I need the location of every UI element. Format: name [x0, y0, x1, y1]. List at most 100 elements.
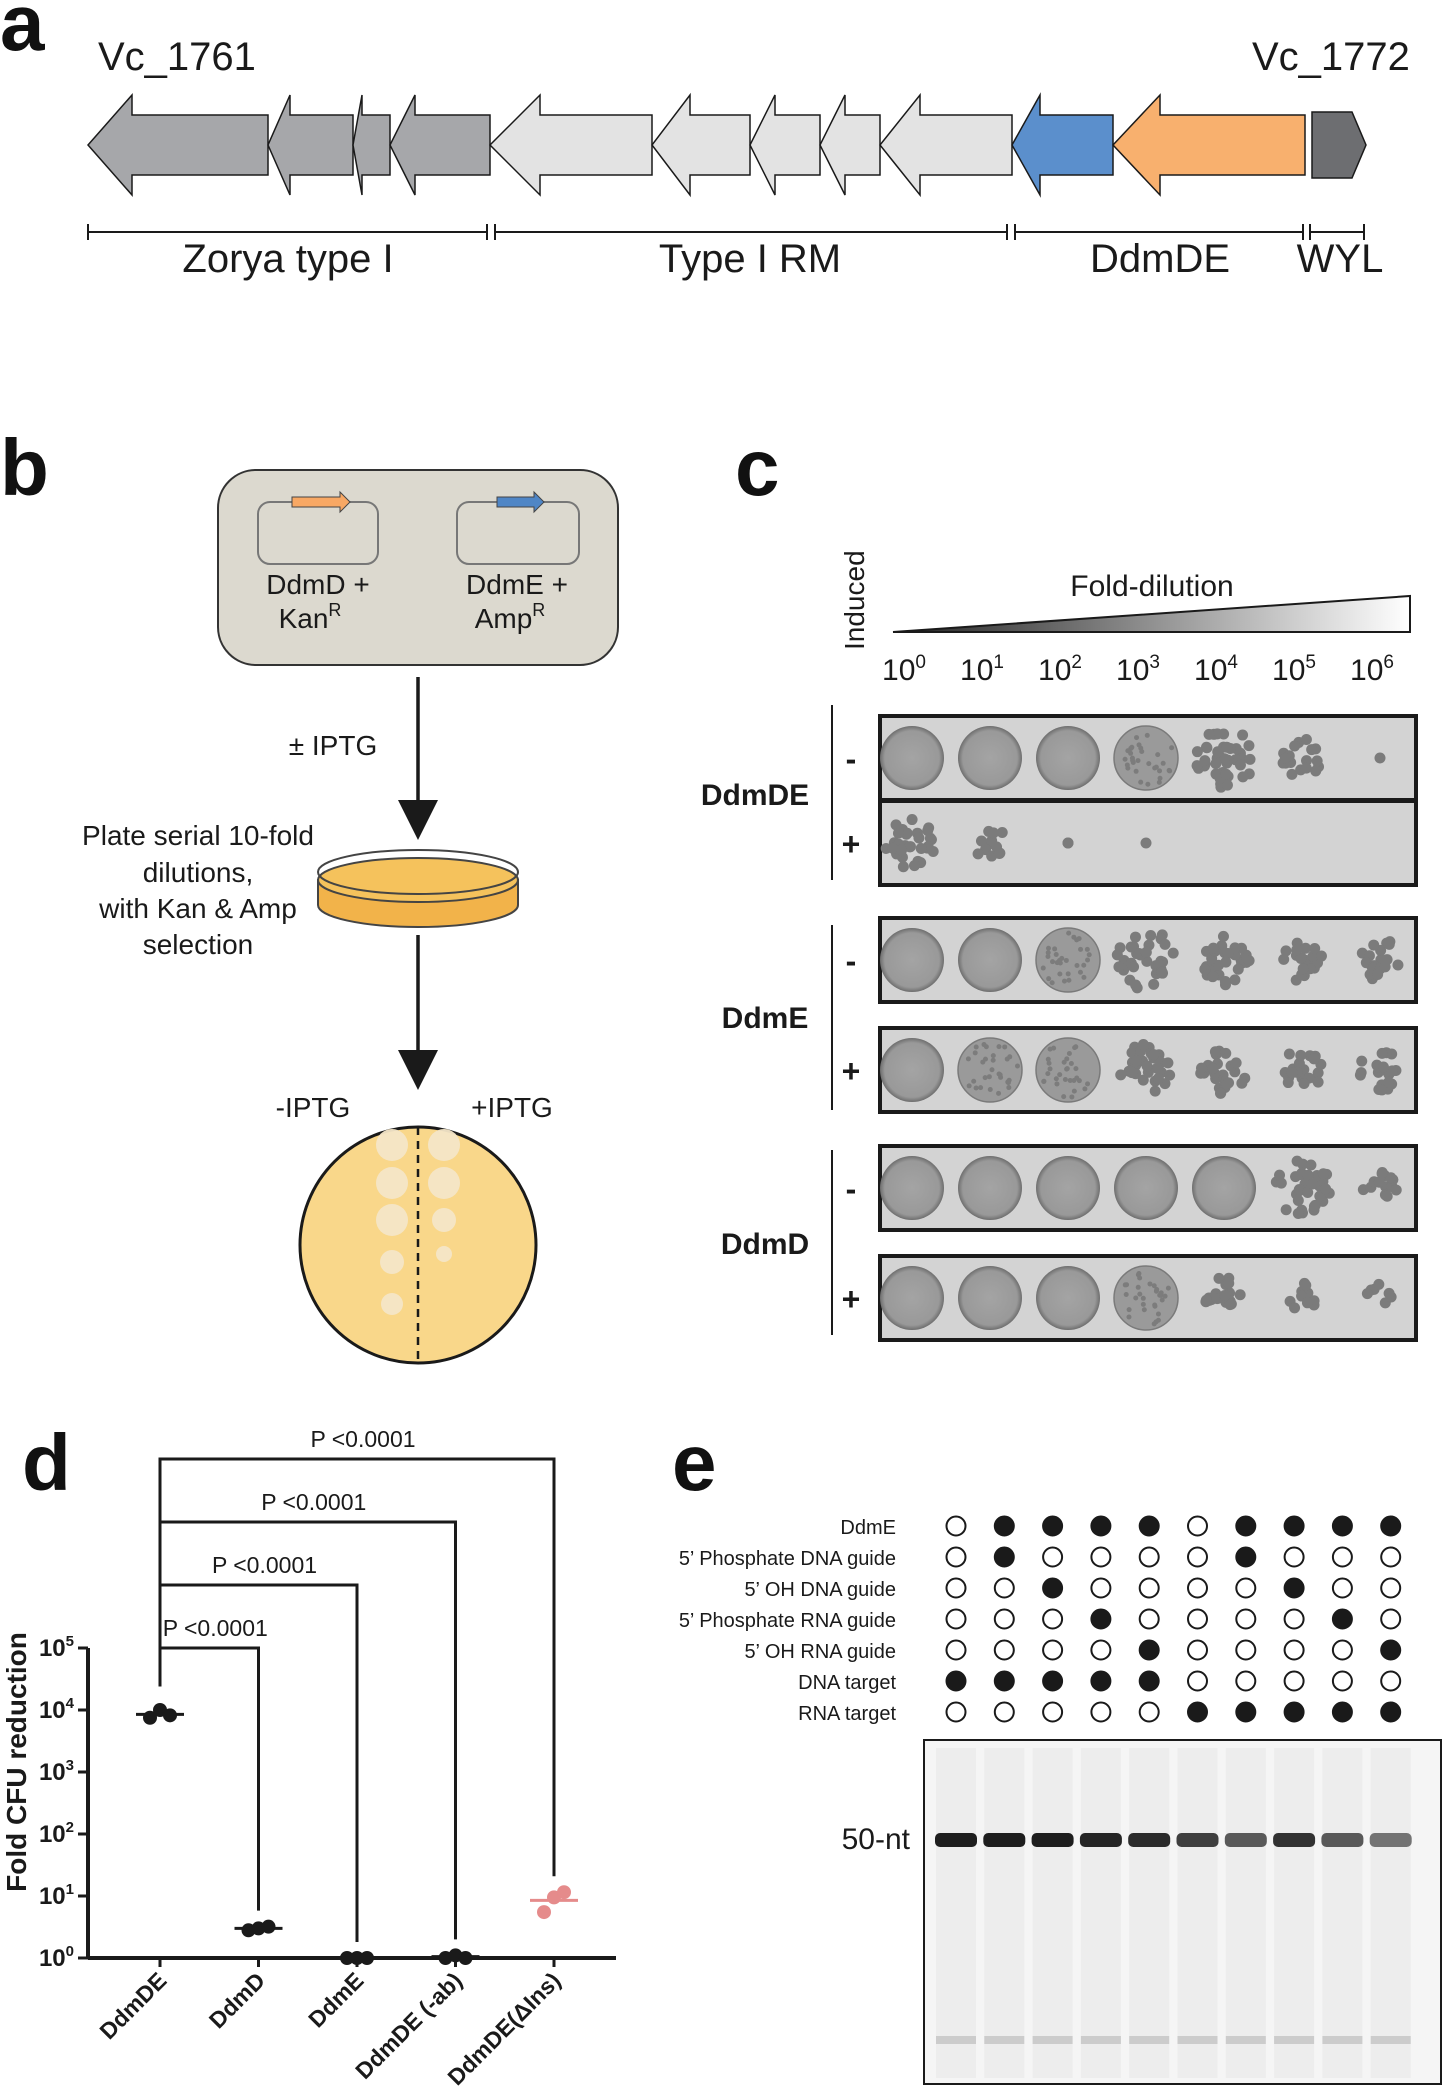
empty-dot [1283, 1608, 1305, 1630]
data-group [333, 1951, 381, 1965]
growth-spot [1192, 1156, 1256, 1220]
result-plate [298, 1125, 538, 1365]
empty-dot [945, 1577, 967, 1599]
plasmid-ddme [456, 490, 580, 565]
plate-text-4: selection [143, 929, 254, 960]
filled-dot [1138, 1670, 1160, 1692]
empty-dot [945, 1608, 967, 1630]
empty-dot [1331, 1546, 1353, 1568]
panel-label-e: e [672, 1418, 717, 1507]
empty-dot [1090, 1546, 1112, 1568]
gel-band [1273, 1833, 1316, 1847]
gel-lane [1129, 1748, 1170, 2078]
colony-cluster [1278, 937, 1327, 986]
gel-lane [1080, 1748, 1121, 2078]
dilution-exponent-label: 101 [960, 652, 1004, 687]
empty-dot [1235, 1608, 1257, 1630]
growth-spot [1113, 725, 1179, 791]
gel-band [1079, 1833, 1122, 1847]
empty-dot [1138, 1546, 1160, 1568]
growth-spot [958, 1156, 1022, 1220]
group-label-ddmde: DdmDE [1090, 237, 1230, 281]
gene-arrow-wyl [1311, 111, 1367, 179]
empty-dot [1331, 1639, 1353, 1661]
colony-cluster [1354, 1047, 1402, 1096]
growth-spot [958, 1266, 1022, 1330]
gel-lower-smear [1322, 2036, 1363, 2044]
data-point [537, 1905, 551, 1920]
gene-arrows [87, 92, 1367, 198]
colony-cluster [1357, 1167, 1402, 1202]
growth-spot [880, 1038, 944, 1102]
gene-arrow-rm-3 [749, 94, 821, 196]
colony-cluster [1111, 929, 1179, 994]
group-label-wyl: WYL [1297, 237, 1384, 281]
filled-dot [1042, 1577, 1064, 1599]
colony-cluster [1356, 936, 1404, 985]
significance-bracket [158, 1646, 260, 1911]
gene-arrow-rm-1 [488, 93, 653, 197]
minus-iptg-label: -IPTG [276, 1092, 351, 1123]
filled-dot [1331, 1701, 1353, 1723]
filled-dot [945, 1670, 967, 1692]
gene-arrow-zorya-2 [267, 94, 354, 196]
filled-dot [993, 1515, 1015, 1537]
data-point [261, 1919, 276, 1934]
growth-spot [880, 928, 944, 992]
gene-arrow-rm-2 [651, 92, 751, 198]
gel-lower-smear [1032, 2036, 1073, 2044]
condition-row-label: DNA target [798, 1672, 896, 1694]
filled-dot [1235, 1546, 1257, 1568]
empty-dot [1138, 1577, 1160, 1599]
data-group [530, 1885, 578, 1920]
empty-dot [1380, 1546, 1402, 1568]
condition-row-label: 5’ Phosphate RNA guide [679, 1610, 896, 1632]
empty-dot [1187, 1546, 1208, 1568]
empty-dot [1042, 1546, 1064, 1568]
significance-bracket [158, 1457, 556, 1877]
condition-row-label: 5’ Phosphate DNA guide [679, 1548, 896, 1570]
y-tick-label: 105 [39, 1633, 74, 1662]
growth-spot [1113, 1265, 1179, 1331]
empty-dot [993, 1639, 1015, 1661]
plasmid2-line1: DdmE + [466, 569, 568, 600]
empty-dot [993, 1701, 1015, 1723]
colony-cluster [1279, 1048, 1327, 1090]
plasmid-ddmd [257, 490, 379, 565]
gene-arrow-zorya-1 [87, 93, 269, 197]
empty-dot [1187, 1577, 1208, 1599]
plasmid1-line2: KanR [279, 600, 342, 634]
data-group [136, 1703, 184, 1725]
gene-arrow-rm-5 [879, 92, 1013, 198]
group-label-zorya: Zorya type I [182, 237, 393, 281]
empty-dot [1138, 1608, 1160, 1630]
colony-cluster [880, 814, 939, 873]
induction-sign: + [842, 1053, 861, 1089]
empty-dot [1235, 1670, 1257, 1692]
gel-lane [1370, 1748, 1411, 2078]
dilution-exponent-label: 103 [1116, 652, 1160, 687]
filled-dot [1380, 1639, 1402, 1661]
plate-text-3: with Kan & Amp [98, 893, 297, 924]
plasmid2-line2: AmpR [475, 600, 546, 634]
empty-dot [1283, 1670, 1305, 1692]
condition-row-label: 5’ OH DNA guide [744, 1579, 896, 1601]
empty-dot [1283, 1546, 1305, 1568]
panel-a: a Vc_1761 Vc_1772 Zorya type I Type I RM… [0, 0, 1410, 281]
strain-label-ddme: DdmE [722, 1002, 809, 1035]
filled-dot [1380, 1515, 1402, 1537]
condition-row-label: 5’ OH RNA guide [744, 1641, 896, 1663]
filled-dot [1090, 1515, 1112, 1537]
gel-band [935, 1833, 977, 1847]
y-tick-label: 102 [39, 1819, 74, 1848]
dilution-exponent-label: 105 [1272, 652, 1316, 687]
induction-sign: - [846, 943, 857, 979]
filled-dot [1042, 1670, 1064, 1692]
colony-cluster [1361, 1278, 1397, 1309]
induction-sign: + [842, 1281, 861, 1317]
gel-lower-smear [936, 2036, 976, 2044]
gel-lane [984, 1748, 1025, 2078]
filled-dot [1283, 1577, 1305, 1599]
